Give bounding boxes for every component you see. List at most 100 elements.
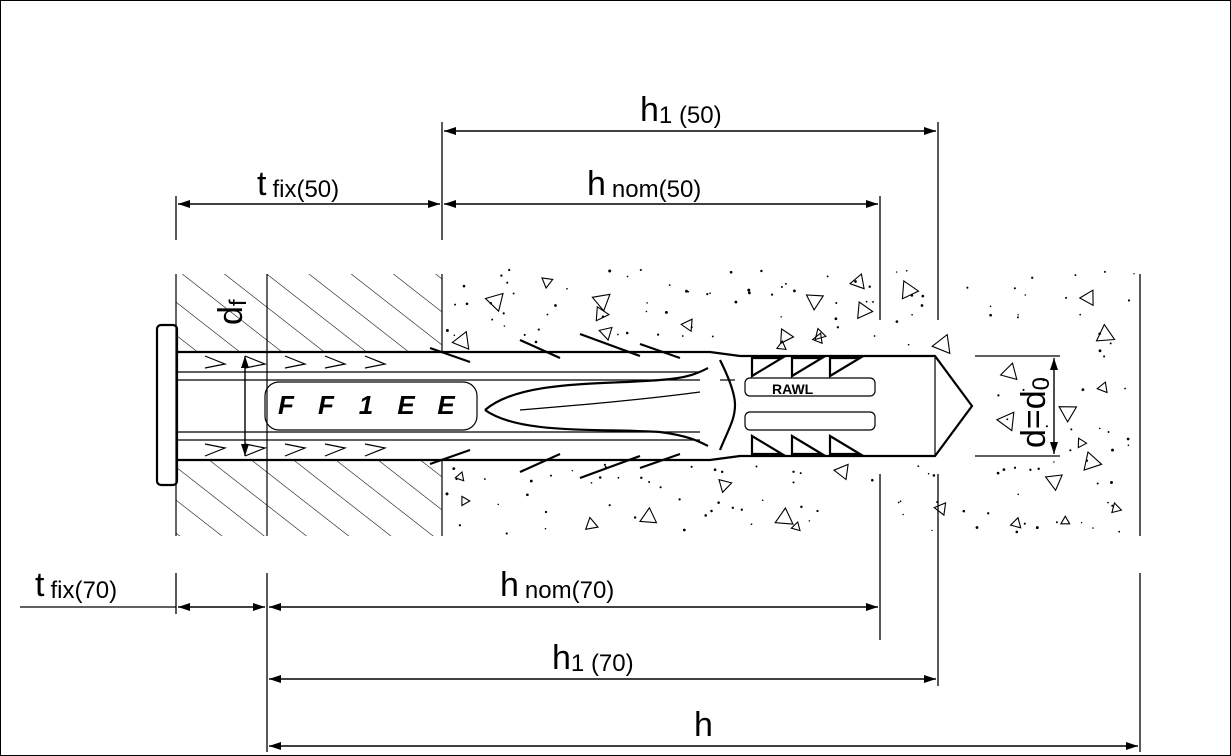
concrete-dot — [761, 499, 764, 502]
concrete-aggregate — [1059, 515, 1071, 525]
concrete-dot — [454, 303, 457, 306]
concrete-dot — [868, 285, 871, 288]
concrete-dot — [546, 313, 549, 316]
sleeve-markings: F F 1 E E — [278, 390, 455, 420]
concrete-dot — [1096, 482, 1099, 485]
df-label: df — [212, 299, 252, 325]
concrete-dot — [690, 465, 693, 468]
concrete-dot — [1016, 316, 1019, 319]
concrete-dot — [639, 268, 642, 272]
svg-text:F: F — [318, 390, 335, 420]
concrete-dot — [544, 527, 547, 530]
concrete-dot — [1013, 466, 1017, 469]
concrete-aggregate — [451, 330, 470, 350]
concrete-dot — [1070, 428, 1073, 431]
concrete-aggregate — [680, 318, 693, 333]
concrete-dot — [921, 294, 925, 298]
concrete-dot — [445, 492, 449, 496]
concrete-dot — [452, 467, 456, 470]
concrete-aggregate — [1083, 450, 1103, 471]
concrete-dot — [710, 509, 713, 513]
concrete-aggregate — [1058, 406, 1078, 424]
concrete-dot — [534, 340, 538, 344]
concrete-dot — [1111, 448, 1114, 452]
concrete-aggregate — [541, 277, 554, 290]
concrete-dot — [645, 310, 648, 313]
concrete-dot — [664, 310, 668, 314]
concrete-dot — [483, 478, 486, 480]
concrete-dot — [617, 333, 619, 336]
concrete-dot — [1053, 461, 1055, 463]
concrete-dot — [996, 471, 1000, 475]
concrete-dot — [603, 463, 606, 466]
concrete-dot — [740, 508, 743, 511]
concrete-dot — [648, 481, 651, 483]
concrete-dot — [608, 504, 611, 507]
concrete-dot — [927, 472, 930, 475]
concrete-dot — [1006, 418, 1009, 421]
concrete-dot — [512, 292, 515, 295]
concrete-dot — [975, 526, 979, 529]
concrete-dot — [687, 290, 690, 293]
concrete-dot — [625, 331, 629, 335]
concrete-dot — [1065, 296, 1068, 299]
svg-text:df: df — [212, 299, 252, 325]
concrete-dot — [997, 394, 1000, 397]
concrete-dot — [895, 271, 898, 273]
concrete-base — [445, 268, 1135, 535]
concrete-dot — [780, 316, 782, 318]
concrete-dot — [704, 514, 707, 517]
concrete-dot — [462, 284, 466, 288]
svg-text:E: E — [397, 390, 415, 420]
concrete-dot — [780, 286, 783, 288]
concrete-dot — [729, 270, 733, 274]
concrete-dot — [987, 512, 990, 515]
concrete-dot — [453, 334, 456, 337]
concrete-dot — [681, 335, 684, 337]
concrete-dot — [865, 300, 868, 303]
concrete-dot — [1031, 276, 1034, 279]
concrete-dot — [523, 333, 526, 336]
concrete-dot — [1124, 387, 1126, 390]
concrete-dot — [646, 302, 648, 304]
concrete-dot — [755, 465, 758, 468]
concrete-dot — [571, 469, 574, 472]
concrete-dot — [503, 325, 506, 327]
concrete-dot — [617, 476, 620, 479]
concrete-dot — [835, 301, 838, 305]
concrete-dot — [1107, 431, 1110, 433]
concrete-aggregate — [461, 495, 471, 507]
concrete-dot — [713, 468, 717, 472]
concrete-dot — [826, 275, 829, 278]
concrete-aggregate — [718, 478, 733, 494]
concrete-dot — [1079, 313, 1082, 316]
concrete-aggregate — [995, 411, 1015, 432]
concrete-aggregate — [1111, 501, 1123, 514]
concrete-aggregate — [814, 327, 827, 341]
concrete-aggregate — [454, 470, 465, 482]
concrete-aggregate — [1009, 516, 1022, 529]
concrete-dot — [932, 474, 936, 477]
concrete-dot — [566, 287, 568, 290]
concrete-dot — [506, 281, 509, 284]
concrete-dot — [917, 465, 920, 468]
brand-mark: RAWL — [772, 381, 814, 397]
concrete-aggregate — [931, 333, 951, 355]
concrete-dot — [720, 470, 724, 474]
concrete-dot — [1022, 388, 1025, 391]
concrete-dot — [550, 474, 552, 477]
extension-lines — [20, 122, 1141, 752]
concrete-dot — [1103, 270, 1106, 273]
concrete-dot — [711, 335, 714, 338]
concrete-dot — [1098, 349, 1102, 353]
d-d0-label: d=d0 — [1015, 377, 1055, 448]
concrete-dot — [793, 289, 796, 293]
concrete-dot — [598, 476, 602, 479]
concrete-aggregate — [780, 328, 795, 345]
concrete-aggregate — [1078, 289, 1094, 307]
concrete-dot — [717, 501, 720, 504]
concrete-dot — [537, 328, 540, 331]
concrete-dot — [871, 478, 874, 482]
